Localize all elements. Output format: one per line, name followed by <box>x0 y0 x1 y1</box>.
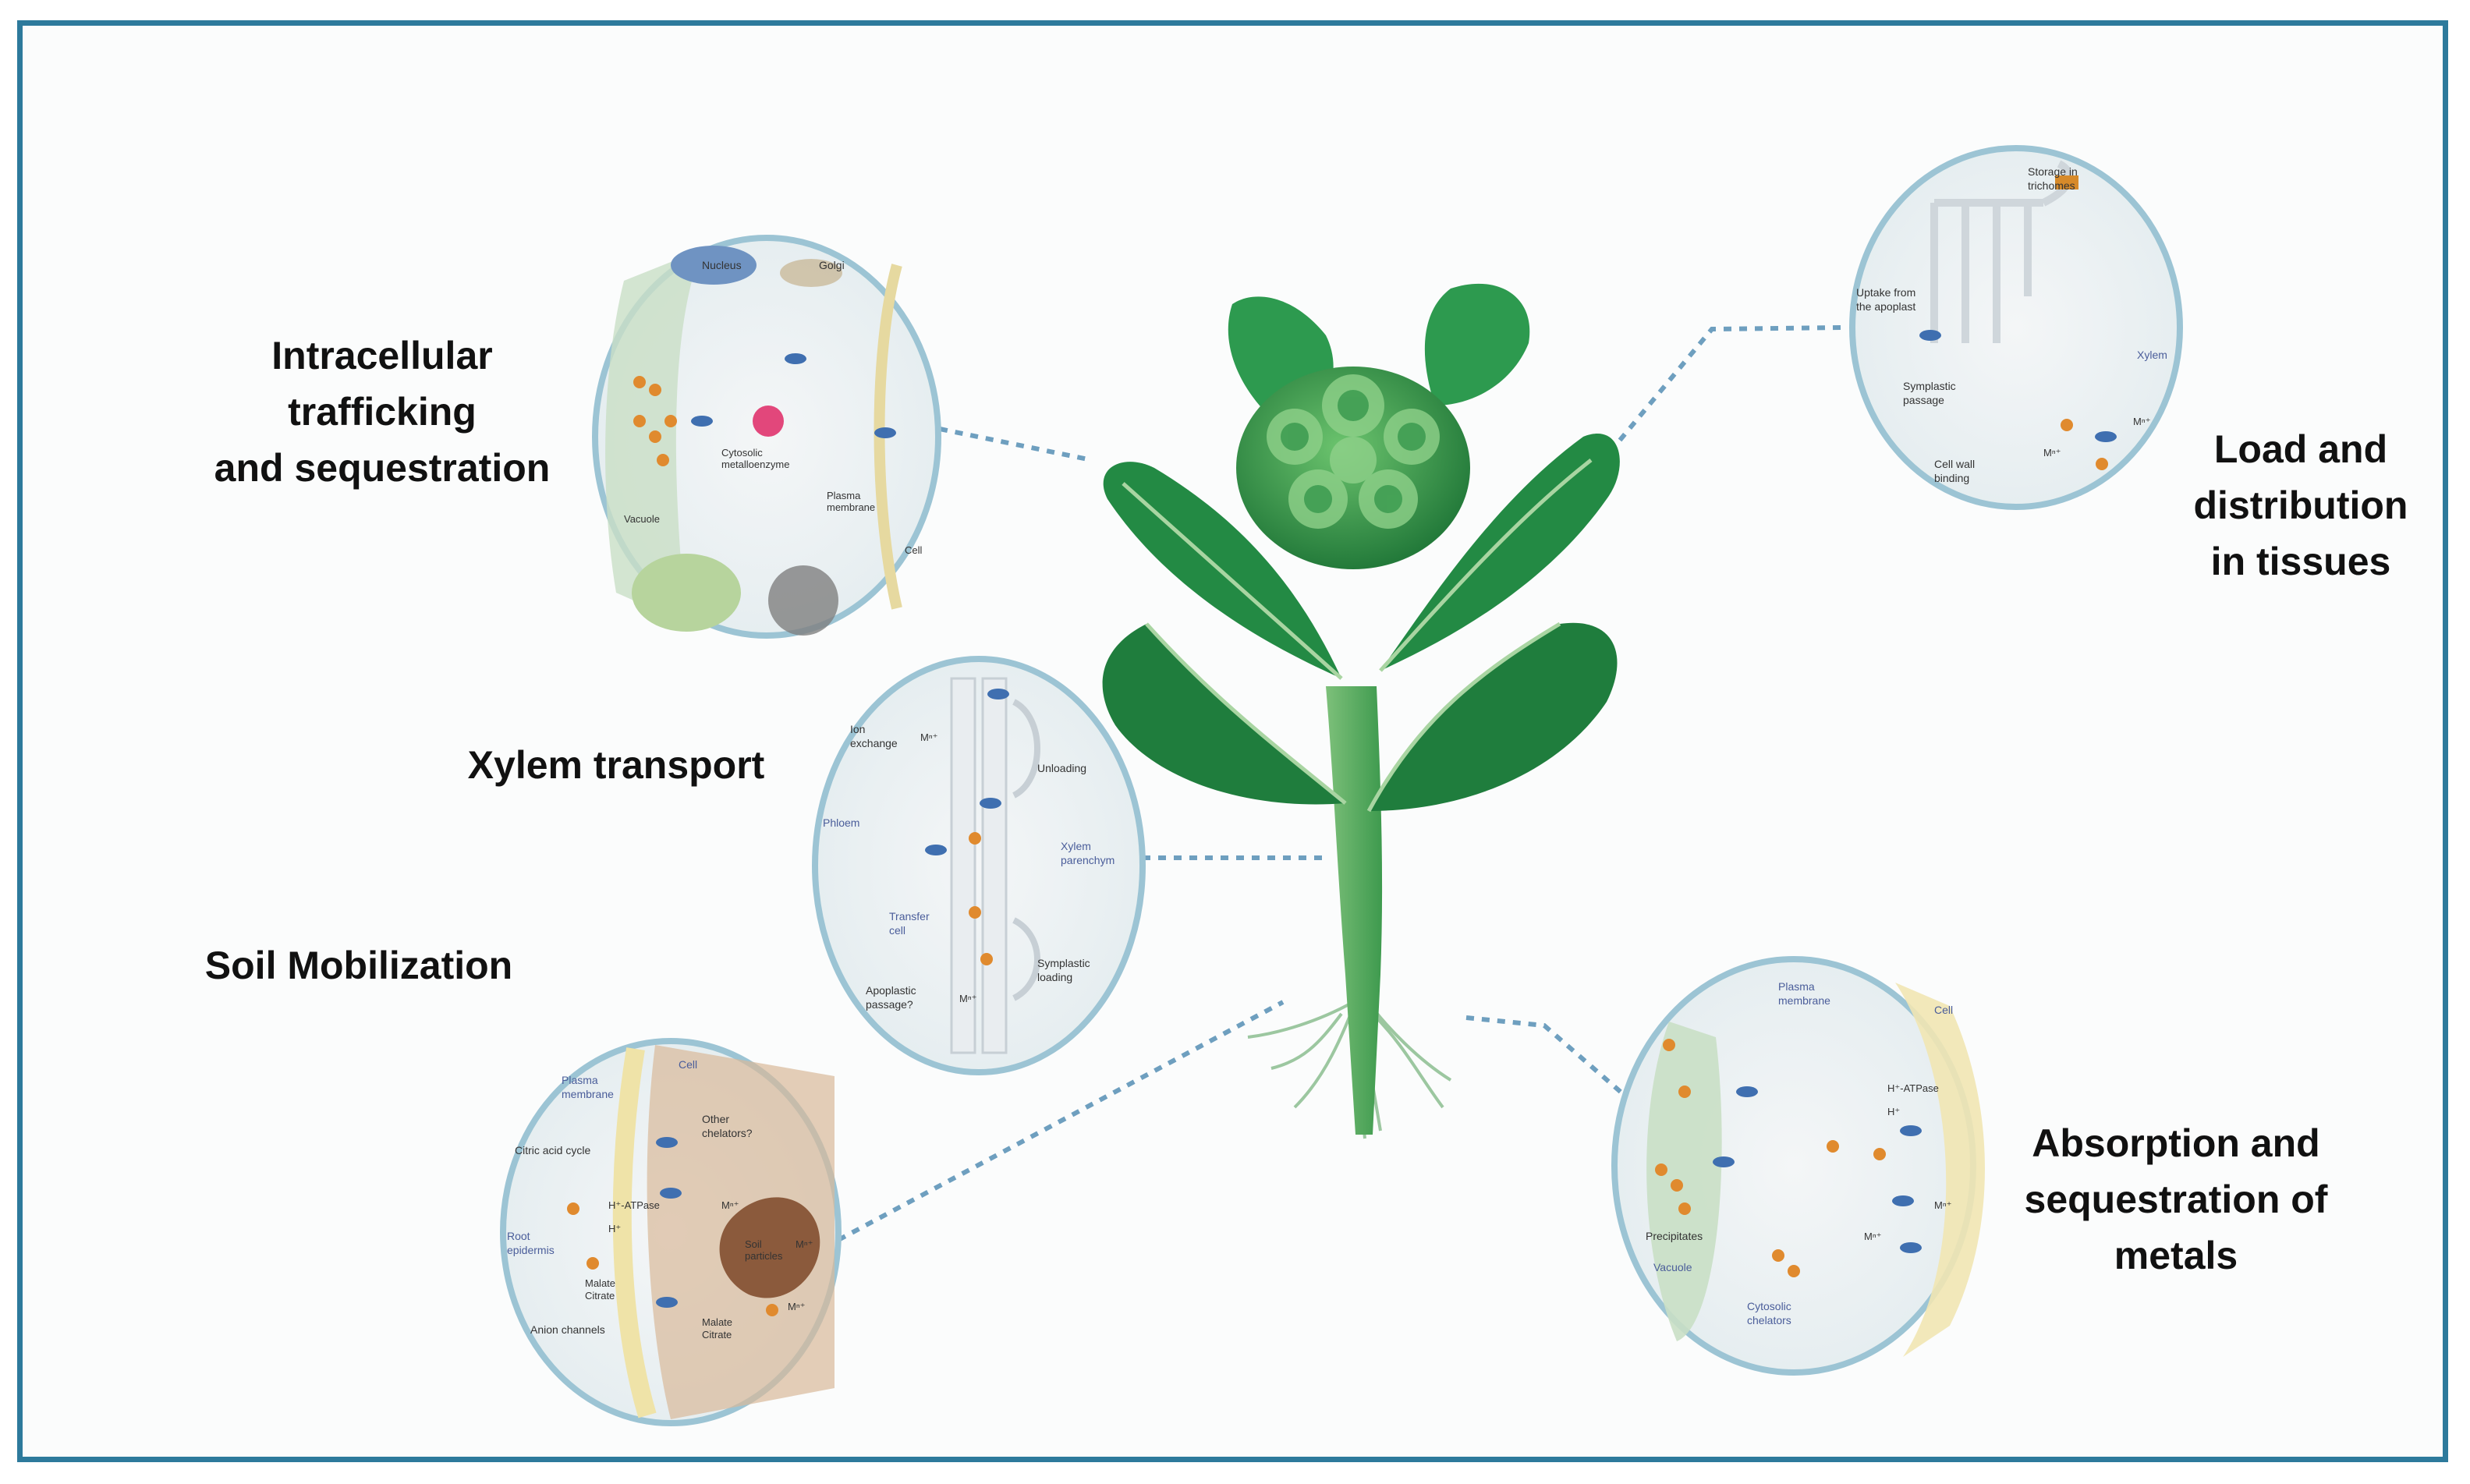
svg-text:H⁺-ATPase: H⁺-ATPase <box>608 1199 660 1211</box>
label-load-line1: Load and <box>2213 427 2388 471</box>
inset-soil: Plasma membrane Cell Other chelators? Ci… <box>500 1038 842 1426</box>
leaf-mid-right <box>1380 434 1620 671</box>
svg-text:Symplastic: Symplastic <box>1037 957 1090 969</box>
label-intracellular-line1: Intracellular <box>271 334 493 377</box>
svg-text:Cell: Cell <box>905 544 923 556</box>
svg-text:Xylem: Xylem <box>2137 349 2167 361</box>
label-intracellular-line3: and sequestration <box>214 446 551 490</box>
label-intracellular-line2: trafficking <box>288 390 477 434</box>
svg-text:Citrate: Citrate <box>585 1290 615 1302</box>
svg-text:Citric acid cycle: Citric acid cycle <box>515 1144 590 1156</box>
svg-text:Cytosolic: Cytosolic <box>721 447 763 459</box>
svg-text:Mⁿ⁺: Mⁿ⁺ <box>920 731 937 743</box>
svg-text:Mⁿ⁺: Mⁿ⁺ <box>959 993 976 1004</box>
svg-text:Anion channels: Anion channels <box>530 1323 605 1336</box>
inset-intracellular: Nucleus Golgi Cytosolic metalloenzyme Pl… <box>592 235 941 639</box>
plant-illustration <box>1102 283 1620 1139</box>
svg-text:Plasma: Plasma <box>827 490 861 501</box>
svg-text:Mⁿ⁺: Mⁿ⁺ <box>788 1301 805 1312</box>
svg-text:Mⁿ⁺: Mⁿ⁺ <box>2043 447 2061 459</box>
svg-text:membrane: membrane <box>562 1088 614 1100</box>
svg-text:Vacuole: Vacuole <box>1653 1261 1692 1273</box>
svg-text:Root: Root <box>507 1230 530 1242</box>
label-absorption-line3: metals <box>2114 1234 2238 1277</box>
connector-soil <box>837 1000 1285 1242</box>
svg-text:Uptake from: Uptake from <box>1856 286 1915 299</box>
svg-text:chelators: chelators <box>1747 1314 1791 1326</box>
inset-xylem: Ion exchange Mⁿ⁺ Unloading Phloem Xylem … <box>812 656 1146 1075</box>
svg-text:the apoplast: the apoplast <box>1856 300 1915 313</box>
label-soil: Soil Mobilization <box>179 937 538 993</box>
label-load: Load and distribution in tissues <box>2176 421 2426 590</box>
svg-text:H⁺: H⁺ <box>608 1223 621 1234</box>
svg-text:Other: Other <box>702 1113 729 1125</box>
svg-text:Precipitates: Precipitates <box>1646 1230 1703 1242</box>
inset-absorption: Plasma membrane Cell H⁺-ATPase H⁺ Precip… <box>1611 956 1985 1376</box>
svg-text:membrane: membrane <box>827 501 875 513</box>
svg-text:Cell: Cell <box>1934 1004 1953 1016</box>
svg-text:epidermis: epidermis <box>507 1244 555 1256</box>
svg-text:Citrate: Citrate <box>702 1329 732 1341</box>
label-absorption-line1: Absorption and <box>2032 1121 2320 1165</box>
svg-text:passage: passage <box>1903 394 1944 406</box>
inset-load: Storage in trichomes Uptake from the apo… <box>1849 145 2183 510</box>
leaf-lower-left <box>1102 624 1345 805</box>
svg-text:H⁺-ATPase: H⁺-ATPase <box>1887 1082 1939 1094</box>
svg-text:Unloading: Unloading <box>1037 762 1086 774</box>
svg-text:Mⁿ⁺: Mⁿ⁺ <box>2133 416 2150 427</box>
plant-stem <box>1326 686 1383 1135</box>
svg-text:Mⁿ⁺: Mⁿ⁺ <box>1864 1231 1881 1242</box>
svg-text:Ion: Ion <box>850 723 865 735</box>
svg-text:Malate: Malate <box>702 1316 732 1328</box>
label-absorption-line2: sequestration of <box>2024 1178 2328 1221</box>
label-load-line2: distribution <box>2193 483 2408 527</box>
svg-text:passage?: passage? <box>866 998 913 1011</box>
svg-text:Phloem: Phloem <box>823 816 859 829</box>
svg-text:Transfer: Transfer <box>889 910 930 923</box>
connector-absorption <box>1465 1015 1635 1106</box>
connector-intracellular <box>939 427 1093 462</box>
svg-text:Cytosolic: Cytosolic <box>1747 1300 1791 1312</box>
connector-lines <box>837 325 1841 1242</box>
label-absorption: Absorption and sequestration of metals <box>1981 1115 2371 1284</box>
svg-text:Plasma: Plasma <box>562 1074 598 1086</box>
svg-text:Storage in: Storage in <box>2028 165 2078 178</box>
leaf-top-right <box>1424 283 1530 406</box>
svg-text:membrane: membrane <box>1778 994 1830 1007</box>
svg-text:Xylem: Xylem <box>1061 840 1091 852</box>
svg-text:binding: binding <box>1934 472 1969 484</box>
svg-text:Malate: Malate <box>585 1277 615 1289</box>
label-xylem: Xylem transport <box>437 737 796 793</box>
svg-text:Cell: Cell <box>679 1058 697 1071</box>
svg-text:Apoplastic: Apoplastic <box>866 984 916 997</box>
svg-text:Mⁿ⁺: Mⁿ⁺ <box>721 1199 739 1211</box>
svg-text:Symplastic: Symplastic <box>1903 380 1956 392</box>
svg-text:Mⁿ⁺: Mⁿ⁺ <box>1934 1199 1951 1211</box>
svg-text:Plasma: Plasma <box>1778 980 1815 993</box>
svg-text:cell: cell <box>889 924 905 937</box>
leaf-lower-right <box>1369 622 1618 811</box>
svg-text:Soil: Soil <box>745 1238 762 1250</box>
svg-text:Mⁿ⁺: Mⁿ⁺ <box>796 1238 813 1250</box>
svg-text:H⁺: H⁺ <box>1887 1106 1900 1117</box>
connector-load <box>1604 325 1841 458</box>
svg-text:parenchym: parenchym <box>1061 854 1115 866</box>
svg-text:exchange: exchange <box>850 737 898 749</box>
svg-text:Vacuole: Vacuole <box>624 513 660 525</box>
svg-text:metalloenzyme: metalloenzyme <box>721 459 789 470</box>
svg-text:Golgi: Golgi <box>819 259 845 271</box>
svg-text:Nucleus: Nucleus <box>702 259 742 271</box>
svg-text:chelators?: chelators? <box>702 1127 753 1139</box>
label-load-line3: in tissues <box>2210 540 2391 583</box>
svg-text:particles: particles <box>745 1250 783 1262</box>
svg-text:loading: loading <box>1037 971 1072 983</box>
label-xylem-text: Xylem transport <box>467 743 765 787</box>
svg-text:Cell wall: Cell wall <box>1934 458 1975 470</box>
svg-text:trichomes: trichomes <box>2028 179 2075 192</box>
label-intracellular: Intracellular trafficking and sequestrat… <box>187 328 577 496</box>
label-soil-text: Soil Mobilization <box>204 944 513 987</box>
